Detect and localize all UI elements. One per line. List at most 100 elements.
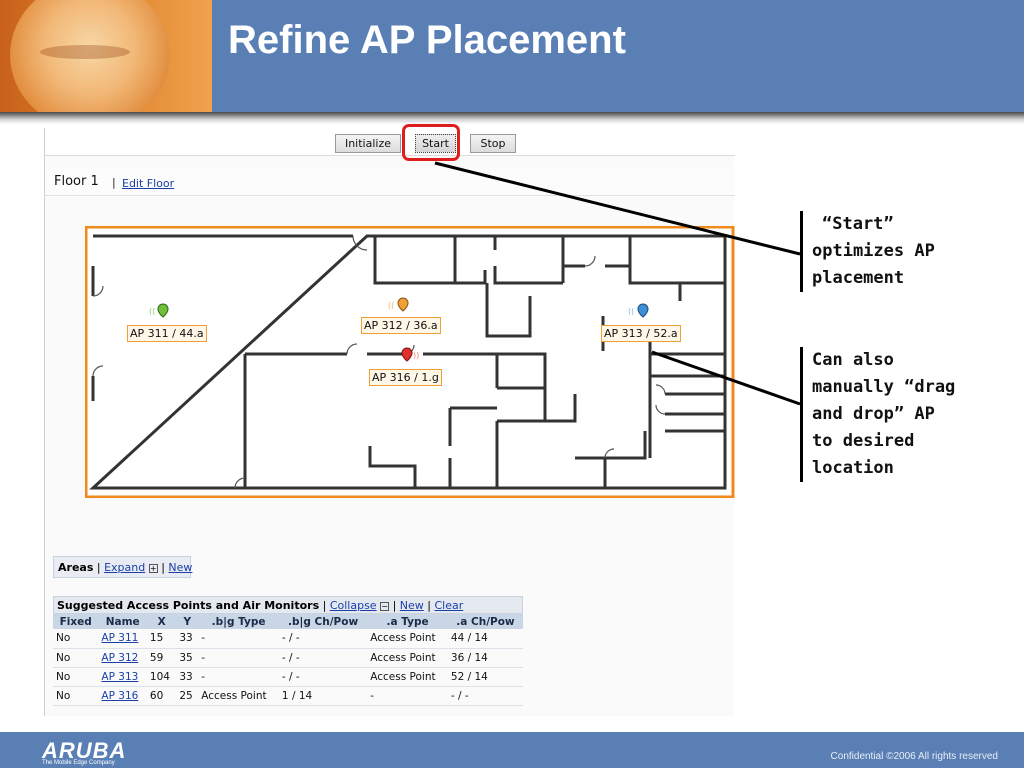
ap-316-marker[interactable]: )) (401, 347, 419, 362)
svg-text:((: (( (149, 307, 155, 316)
start-button[interactable]: Start (415, 134, 456, 153)
table-header-row: Fixed Name X Y .b|g Type .b|g Ch/Pow .a … (53, 614, 523, 629)
floor-plan-canvas[interactable]: (( (( (( )) AP 311 / 44.a AP 312 / 36.a … (84, 225, 735, 499)
table-cell: No (53, 667, 99, 687)
floor-separator: | (112, 176, 116, 189)
table-row: No AP 313 104 33 - - / - Access Point 52… (53, 667, 523, 687)
column-header[interactable]: Fixed (53, 614, 99, 629)
column-header[interactable]: Y (176, 614, 199, 629)
ap-312-marker[interactable]: (( (388, 297, 409, 312)
column-header[interactable]: .a Ch/Pow (447, 614, 523, 629)
table-cell: 33 (176, 629, 199, 649)
ap-name-link[interactable]: AP 313 (98, 667, 147, 687)
callout-line-text: manually “drag (812, 377, 956, 397)
header-shadow (0, 112, 1024, 124)
table-cell: No (53, 629, 99, 649)
clear-link[interactable]: Clear (434, 599, 464, 612)
table-cell: 60 (146, 686, 177, 706)
svg-text:((: (( (628, 307, 634, 316)
table-cell: 36 / 14 (447, 648, 523, 668)
table-cell: Access Point (367, 629, 448, 649)
suggested-aps-table: Fixed Name X Y .b|g Type .b|g Ch/Pow .a … (53, 614, 523, 706)
areas-title: Areas (58, 561, 94, 574)
face-shading (40, 45, 130, 59)
ap-label[interactable]: AP 311 / 44.a (127, 325, 207, 342)
table-row: No AP 311 15 33 - - / - Access Point 44 … (53, 629, 523, 649)
collapse-link[interactable]: Collapse (329, 599, 377, 612)
suggested-aps-panel: Suggested Access Points and Air Monitors… (53, 596, 523, 706)
floor-outline (84, 225, 735, 499)
plus-box-icon[interactable]: + (148, 563, 158, 573)
callout-line-text: Can also (812, 350, 894, 370)
table-cell: 104 (146, 667, 177, 687)
suggested-aps-header: Suggested Access Points and Air Monitors… (53, 596, 523, 614)
callout-line-text: placement (812, 268, 905, 288)
table-cell: 52 / 14 (447, 667, 523, 687)
column-header[interactable]: .b|g Type (198, 614, 279, 629)
minus-box-icon[interactable]: − (380, 601, 390, 611)
ap-label[interactable]: AP 316 / 1.g (369, 369, 442, 386)
table-cell: Access Point (367, 648, 448, 668)
face-image (10, 0, 170, 112)
table-cell: - / - (278, 629, 368, 649)
table-cell: 1 / 14 (278, 686, 368, 706)
new-area-link[interactable]: New (168, 561, 193, 574)
ap-label[interactable]: AP 312 / 36.a (361, 317, 441, 334)
table-cell: - (198, 667, 279, 687)
start-callout: “Start” optimizes AP placement (800, 211, 935, 292)
table-cell: 59 (146, 648, 177, 668)
start-callout-line (434, 161, 801, 256)
floor-plan-drawing: (( (( (( )) (84, 225, 735, 499)
areas-header: Areas | Expand + | New (53, 556, 193, 578)
column-header[interactable]: .a Type (367, 614, 448, 629)
table-cell: Access Point (198, 686, 279, 706)
suggested-aps-title: Suggested Access Points and Air Monitors (57, 599, 320, 612)
callout-line-text: optimizes AP (812, 241, 935, 261)
ap-name-link[interactable]: AP 311 (98, 629, 147, 649)
new-ap-link[interactable]: New (399, 599, 424, 612)
table-cell: - (198, 629, 279, 649)
ap-name-link[interactable]: AP 316 (98, 686, 147, 706)
drag-callout: Can also manually “drag and drop” AP to … (800, 347, 955, 482)
table-row: No AP 316 60 25 Access Point 1 / 14 - - … (53, 686, 523, 706)
slide-header: Refine AP Placement (0, 0, 1024, 112)
start-button-highlight (402, 124, 460, 161)
confidential-notice: Confidential ©2006 All rights reserved (830, 751, 998, 762)
table-cell: - / - (278, 667, 368, 687)
svg-text:)): )) (413, 351, 419, 360)
table-cell: - / - (278, 648, 368, 668)
initialize-button[interactable]: Initialize (335, 134, 401, 153)
stop-button[interactable]: Stop (470, 134, 516, 153)
table-cell: - (198, 648, 279, 668)
aruba-logo: ARUBA (42, 738, 127, 763)
table-cell: 15 (146, 629, 177, 649)
header-photo (0, 0, 212, 112)
table-cell: No (53, 686, 99, 706)
column-header[interactable]: .b|g Ch/Pow (278, 614, 368, 629)
ap-label[interactable]: AP 313 / 52.a (601, 325, 681, 342)
table-cell: 33 (176, 667, 199, 687)
floor-header: Floor 1 | Edit Floor (45, 168, 735, 196)
ap-name-link[interactable]: AP 312 (98, 648, 147, 668)
table-cell: Access Point (367, 667, 448, 687)
table-cell: 25 (176, 686, 199, 706)
table-cell: - / - (447, 686, 523, 706)
walls (89, 234, 727, 490)
table-cell: - (367, 686, 448, 706)
column-header[interactable]: X (146, 614, 177, 629)
callout-line-text: to desired (812, 431, 915, 451)
edit-floor-link[interactable]: Edit Floor (122, 177, 175, 190)
ap-311-marker[interactable]: (( (149, 303, 169, 318)
column-header[interactable]: Name (98, 614, 147, 629)
floor-title: Floor 1 (54, 174, 99, 189)
toolbar: Initialize Start Stop (45, 124, 735, 161)
table-cell: 44 / 14 (447, 629, 523, 649)
table-cell: No (53, 648, 99, 668)
expand-link[interactable]: Expand (104, 561, 146, 574)
callout-line-text: and drop” AP (812, 404, 935, 424)
ap-313-marker[interactable]: (( (628, 303, 649, 318)
slide-title: Refine AP Placement (228, 18, 626, 62)
slide-footer: ARUBA The Mobile Edge Company Confidenti… (0, 732, 1024, 768)
drag-callout-line (651, 350, 801, 406)
callout-line-text: “Start” (822, 214, 894, 234)
